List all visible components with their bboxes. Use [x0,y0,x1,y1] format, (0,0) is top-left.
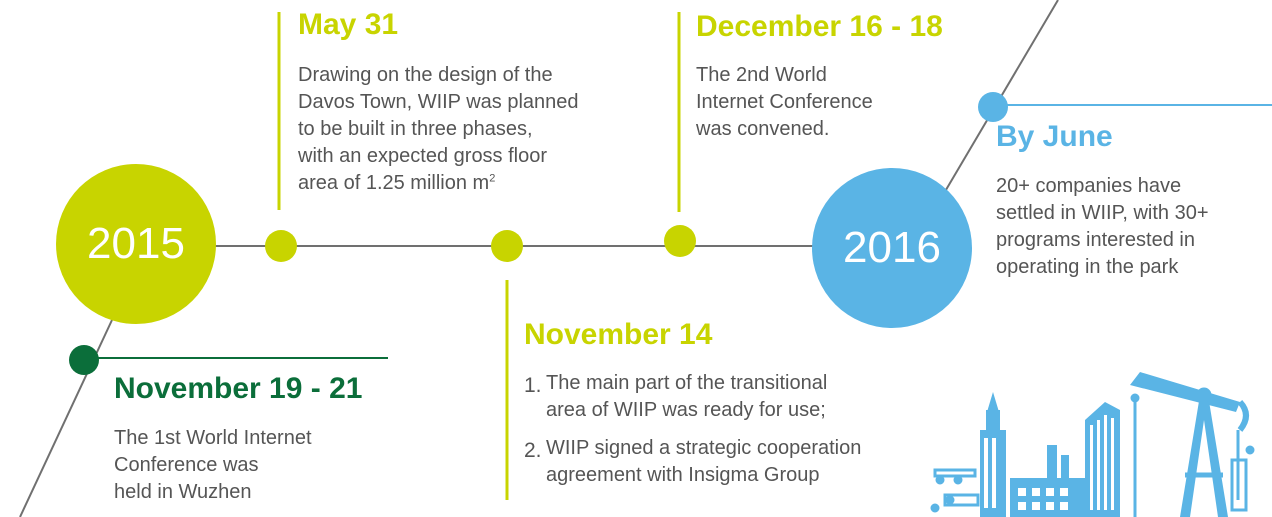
dec16-dot [664,225,696,257]
year-2016-label: 2016 [843,223,941,272]
nov14-item-2-line-1: WIIP signed a strategic cooperation [546,437,862,459]
city-skyline-oil-pump-icon [930,372,1255,517]
may31-line-5: area of 1.25 million m2 [298,170,638,197]
byjune-line-4: operating in the park [996,256,1179,278]
nov14-item-2-number: 2. [524,439,542,462]
nov2015-line-2: Conference was [114,454,259,476]
nov2015-line-1: The 1st World Internet [114,427,312,449]
dec16-line-3: was convened. [696,118,830,140]
year-2015-label: 2015 [87,219,185,268]
byjune-dot [978,92,1008,122]
nov2015-date: November 19 - 21 [114,372,363,405]
dec16-line-2: Internet Conference [696,91,873,113]
nov2015-line-3: held in Wuzhen [114,481,252,503]
may31-date: May 31 [298,8,399,41]
byjune-description: 20+ companies have settled in WIIP, with… [996,173,1266,281]
may31-dot [265,230,297,262]
may31-line-2: Davos Town, WIIP was planned [298,91,579,113]
nov14-item-2-line-2: agreement with Insigma Group [546,464,820,486]
year-2015-circle [56,164,216,324]
byjune-line-3: programs interested in [996,229,1195,251]
year-2016-circle [812,168,972,328]
may31-superscript: 2 [489,172,496,185]
byjune-date: By June [996,120,1113,153]
dec16-date: December 16 - 18 [696,10,943,43]
nov14-item-1-line-1: The main part of the transitional [546,372,828,394]
byjune-line-1: 20+ companies have [996,175,1182,197]
dec16-description: The 2nd World Internet Conference was co… [696,62,926,143]
nov2015-description: The 1st World Internet Conference was he… [114,425,374,506]
nov2015-dot [69,345,99,375]
dec16-line-1: The 2nd World [696,64,827,86]
nov14-item-1: 1. The main part of the transitional are… [524,370,904,424]
may31-line-4: with an expected gross floor [298,145,548,167]
nov14-item-1-line-2: area of WIIP was ready for use; [546,399,826,421]
may31-description: Drawing on the design of the Davos Town,… [298,62,638,197]
may31-line-5-text: area of 1.25 million m [298,172,490,194]
may31-line-3: to be built in three phases, [298,118,533,140]
byjune-line-2: settled in WIIP, with 30+ [996,202,1209,224]
nov14-date: November 14 [524,318,713,351]
nov14-item-2: 2. WIIP signed a strategic cooperation a… [524,435,904,489]
nov14-dot [491,230,523,262]
nov14-list: 1. The main part of the transitional are… [524,370,904,500]
nov14-item-1-number: 1. [524,374,542,397]
timeline-diagonal-left [19,319,113,517]
may31-line-1: Drawing on the design of the [298,64,553,86]
